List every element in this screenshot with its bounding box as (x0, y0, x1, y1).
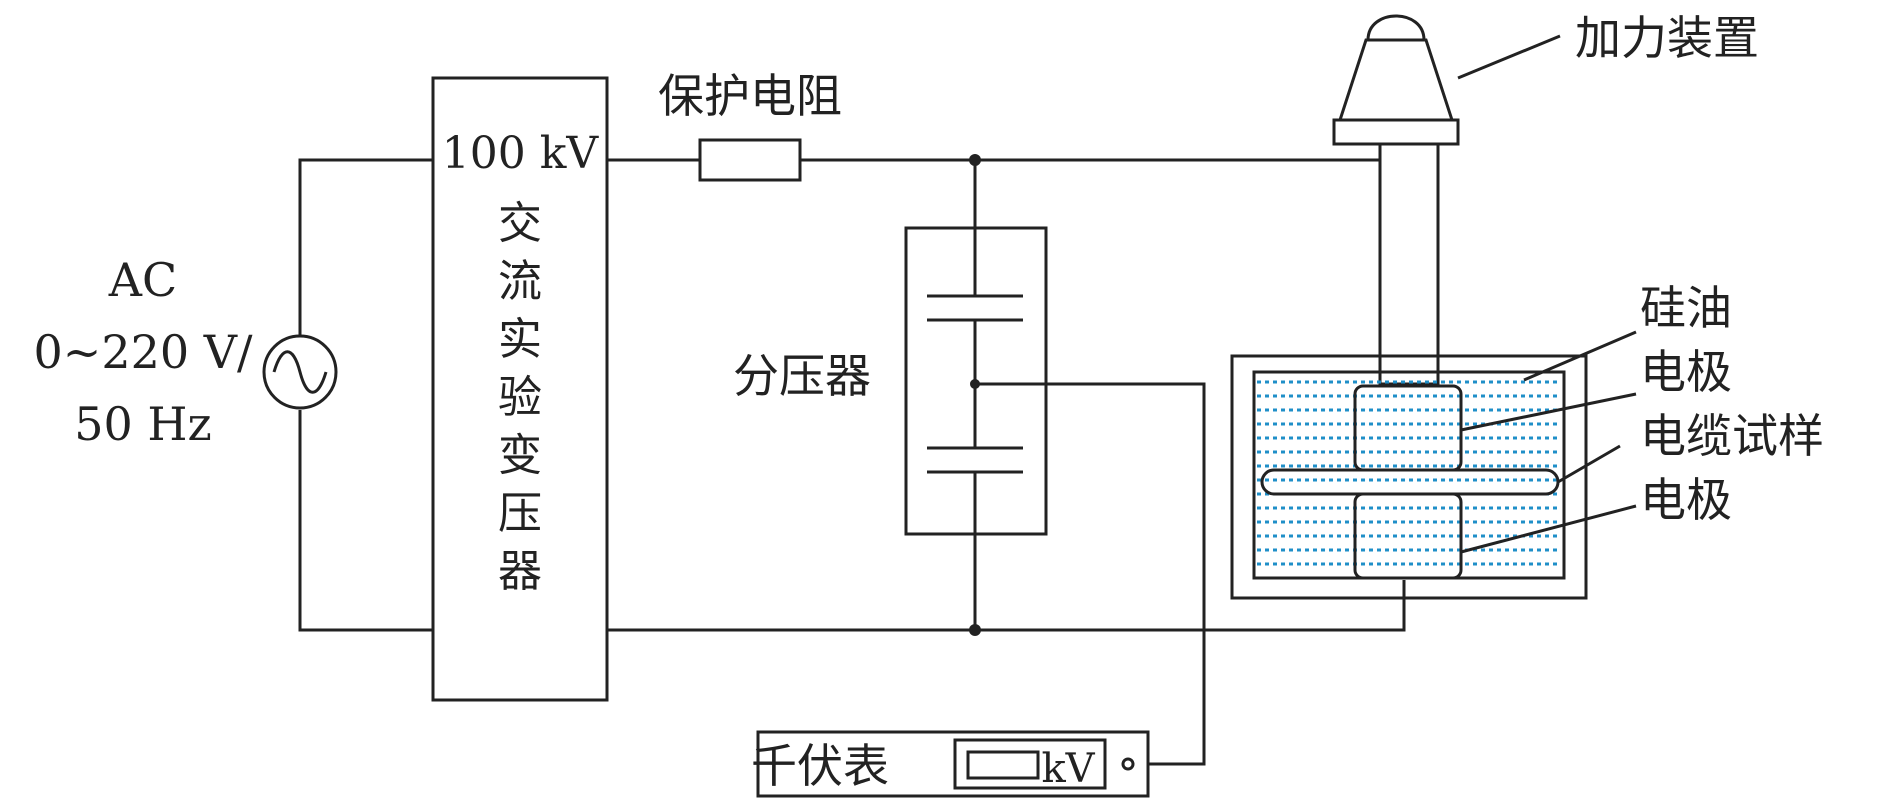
oil-bath-inner (1252, 370, 1566, 580)
kilovoltmeter-label: 千伏表 (751, 739, 889, 793)
resistor-label: 保护电阻 (658, 69, 842, 123)
divider-label: 分压器 (733, 349, 871, 403)
silicone-oil-label: 硅油 (1640, 281, 1732, 335)
force-device-label: 加力装置 (1575, 11, 1759, 65)
electrode-top (1353, 384, 1463, 472)
transformer-char: 压 (498, 488, 542, 539)
junction-dot-tap (970, 379, 980, 389)
protective-resistor (698, 138, 802, 182)
wire-source-top (298, 158, 433, 337)
kilovoltmeter-screen (966, 750, 1040, 780)
wire-source-bottom (298, 410, 433, 632)
transformer-rating: 100 kV (442, 128, 600, 179)
sine-wave-icon (272, 350, 328, 394)
voltage-divider-box (904, 226, 1048, 536)
source-label-line1: AC (108, 253, 177, 307)
transformer-char: 流 (498, 256, 542, 307)
force-device (1332, 14, 1460, 386)
leader-silicone-oil (1523, 330, 1637, 382)
transformer-char: 验 (498, 372, 542, 423)
source-label-line3: 50 Hz (74, 397, 212, 451)
oil-bath-outer (1230, 354, 1588, 600)
leader-force-device (1457, 34, 1561, 80)
junction-dot-hv (969, 154, 981, 166)
leader-electrode-top (1460, 392, 1637, 432)
transformer-box (431, 76, 609, 702)
force-device-flange (1332, 118, 1460, 146)
transformer-char: 交 (498, 198, 542, 249)
electrode-bottom (1353, 492, 1463, 580)
transformer-char: 器 (498, 546, 542, 597)
force-device-body (1337, 38, 1455, 122)
cable-sample (1260, 468, 1560, 496)
electrode-top-label: 电极 (1640, 345, 1732, 399)
electrode-bottom-label: 电极 (1640, 473, 1732, 527)
silicone-oil (1257, 380, 1561, 566)
source-label-line2: 0~220 V/ (34, 325, 253, 379)
ac-source-symbol (262, 334, 338, 410)
kilovoltmeter-unit: kV (1041, 746, 1095, 792)
transformer-char: 实 (498, 314, 542, 365)
force-device-cap (1366, 14, 1426, 42)
junction-dot-ground (969, 624, 981, 636)
kilovoltmeter-terminal (1121, 757, 1135, 771)
leader-cable-sample (1557, 444, 1621, 484)
leader-electrode-bottom (1460, 504, 1637, 554)
transformer-name: 交 流 实 验 变 压 器 (498, 198, 542, 597)
cable-sample-label: 电缆试样 (1640, 409, 1824, 463)
wire-ground (607, 580, 1406, 632)
force-rod (1378, 142, 1440, 386)
wire-divider-tap (975, 382, 1206, 766)
transformer-char: 变 (498, 430, 542, 481)
